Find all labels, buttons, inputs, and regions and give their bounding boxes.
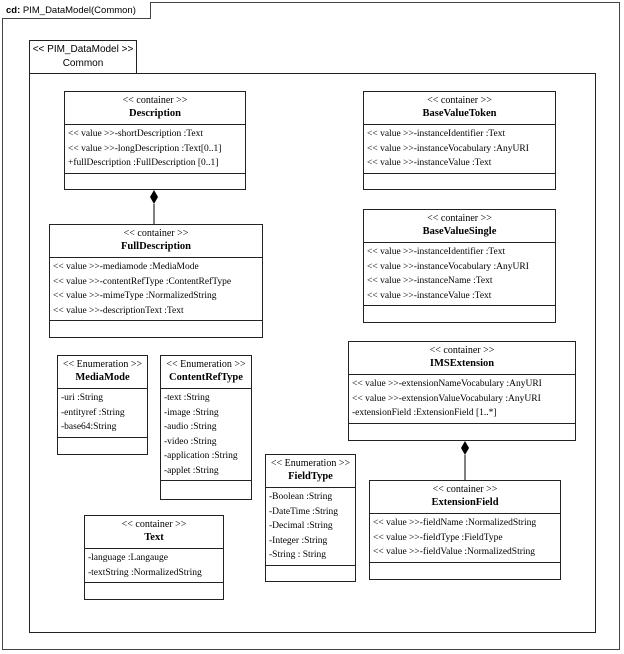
attribute-compartment: << value >>-mediamode :MediaMode << valu… bbox=[50, 258, 262, 321]
attribute: -audio :String bbox=[164, 422, 217, 432]
class-header: << Enumeration >> FieldType bbox=[266, 455, 355, 488]
class-name: BaseValueSingle bbox=[422, 226, 497, 237]
class-header: << container >> IMSExtension bbox=[349, 342, 575, 375]
class-stereotype: << container >> bbox=[427, 213, 492, 224]
class-name: FieldType bbox=[288, 471, 333, 482]
attribute: -textString :NormalizedString bbox=[88, 567, 202, 578]
attribute: << value >>-fieldName :NormalizedString bbox=[373, 518, 537, 528]
attribute-compartment: << value >>-instanceIdentifier :Text << … bbox=[364, 243, 555, 306]
attribute: << value >>-instanceIdentifier :Text bbox=[367, 247, 506, 257]
package-body bbox=[29, 73, 596, 633]
attribute-compartment: -uri :String -entityref :String -base64:… bbox=[58, 389, 147, 438]
frame-title: PIM_DataModel(Common) bbox=[22, 5, 136, 16]
attribute: -Integer :String bbox=[269, 535, 328, 546]
attribute-compartment: << value >>-fieldName :NormalizedString … bbox=[370, 514, 560, 563]
attribute: << value >>-instanceValue :Text bbox=[367, 158, 492, 168]
attribute: -language :Langauge bbox=[88, 553, 168, 563]
class-media-mode[interactable]: << Enumeration >> MediaMode -uri :String… bbox=[57, 355, 148, 455]
class-stereotype: << container >> bbox=[122, 95, 188, 106]
attribute: << value >>-mimeType :NormalizedString bbox=[53, 291, 217, 301]
attribute: << value >>-contentRefType :ContentRefTy… bbox=[53, 276, 232, 287]
class-name: MediaMode bbox=[75, 372, 130, 383]
package-stereotype: << PIM_DataModel >> bbox=[32, 44, 134, 55]
class-full-description[interactable]: << container >> FullDescription << value… bbox=[49, 224, 263, 338]
attribute: << value >>-fieldType :FieldType bbox=[373, 532, 503, 543]
class-stereotype: << Enumeration >> bbox=[166, 359, 246, 370]
class-base-value-token[interactable]: << container >> BaseValueToken << value … bbox=[363, 91, 556, 190]
class-name: FullDescription bbox=[121, 241, 191, 252]
class-field-type[interactable]: << Enumeration >> FieldType -Boolean :St… bbox=[265, 454, 356, 582]
attribute-compartment: -text :String -image :String -audio :Str… bbox=[161, 389, 251, 481]
attribute-compartment: << value >>-shortDescription :Text << va… bbox=[65, 125, 245, 174]
attribute: -text :String bbox=[164, 393, 210, 403]
class-stereotype: << Enumeration >> bbox=[270, 458, 351, 469]
attribute: -Decimal :String bbox=[269, 521, 333, 531]
attribute-compartment: -Boolean :String -DateTime :String -Deci… bbox=[266, 488, 355, 566]
class-header: << container >> BaseValueSingle bbox=[364, 210, 555, 243]
attribute: -image :String bbox=[164, 407, 219, 418]
class-stereotype: << container >> bbox=[429, 345, 495, 356]
class-header: << container >> Description bbox=[65, 92, 245, 125]
attribute: << value >>-instanceName :Text bbox=[367, 276, 493, 286]
attribute: << value >>-mediamode :MediaMode bbox=[53, 262, 199, 272]
class-stereotype: << container >> bbox=[432, 484, 498, 495]
class-header: << container >> Text bbox=[85, 516, 223, 549]
class-base-value-single[interactable]: << container >> BaseValueSingle << value… bbox=[363, 209, 556, 323]
attribute: -application :String bbox=[164, 451, 238, 461]
attribute-compartment: << value >>-instanceIdentifier :Text << … bbox=[364, 125, 555, 174]
attribute: << value >>-instanceValue :Text bbox=[367, 290, 492, 301]
class-name: ContentRefType bbox=[169, 372, 243, 383]
attribute: << value >>-fieldValue :NormalizedString bbox=[373, 547, 536, 557]
attribute: << value >>-extensionValueVocabulary :An… bbox=[352, 393, 541, 404]
attribute: << value >>-extensionNameVocabulary :Any… bbox=[352, 379, 542, 389]
class-stereotype: << container >> bbox=[121, 519, 187, 530]
class-text[interactable]: << container >> Text -language :Langauge… bbox=[84, 515, 224, 600]
class-stereotype: << Enumeration >> bbox=[62, 359, 143, 370]
class-stereotype: << container >> bbox=[427, 95, 492, 106]
attribute: -Boolean :String bbox=[269, 492, 333, 502]
class-description[interactable]: << container >> Description << value >>-… bbox=[64, 91, 246, 190]
class-header: << Enumeration >> ContentRefType bbox=[161, 356, 251, 389]
attribute: << value >>-longDescription :Text[0..1] bbox=[68, 143, 222, 154]
class-header: << container >> ExtensionField bbox=[370, 481, 560, 514]
attribute-compartment: << value >>-extensionNameVocabulary :Any… bbox=[349, 375, 575, 424]
class-name: Description bbox=[129, 108, 181, 119]
diagram-frame-label: cd: PIM_DataModel(Common) bbox=[2, 2, 151, 19]
class-header: << container >> BaseValueToken bbox=[364, 92, 555, 125]
attribute: -applet :String bbox=[164, 465, 219, 476]
package-tab[interactable]: << PIM_DataModel >> Common bbox=[29, 40, 137, 74]
class-name: Text bbox=[144, 532, 164, 543]
attribute: << value >>-instanceVocabulary :AnyURI bbox=[367, 261, 529, 272]
attribute: << value >>-instanceIdentifier :Text bbox=[367, 129, 506, 139]
package-name: Common bbox=[62, 58, 104, 69]
attribute: +fullDescription :FullDescription [0..1] bbox=[68, 158, 219, 168]
attribute: -base64:String bbox=[61, 422, 117, 432]
attribute: << value >>-descriptionText :Text bbox=[53, 305, 184, 316]
attribute: -video :String bbox=[164, 436, 217, 447]
frame-prefix: cd: bbox=[6, 5, 21, 16]
attribute: -uri :String bbox=[61, 393, 103, 403]
attribute-compartment: -language :Langauge -textString :Normali… bbox=[85, 549, 223, 583]
class-name: IMSExtension bbox=[429, 358, 495, 369]
class-extension-field[interactable]: << container >> ExtensionField << value … bbox=[369, 480, 561, 580]
class-content-ref-type[interactable]: << Enumeration >> ContentRefType -text :… bbox=[160, 355, 252, 500]
class-header: << Enumeration >> MediaMode bbox=[58, 356, 147, 389]
attribute: -DateTime :String bbox=[269, 506, 339, 517]
attribute: << value >>-shortDescription :Text bbox=[68, 129, 203, 139]
attribute: << value >>-instanceVocabulary :AnyURI bbox=[367, 143, 529, 154]
attribute: -extensionField :ExtensionField [1..*] bbox=[352, 408, 497, 418]
attribute: -entityref :String bbox=[61, 407, 125, 418]
attribute: -String : String bbox=[269, 550, 327, 560]
class-name: BaseValueToken bbox=[422, 108, 497, 119]
class-ims-extension[interactable]: << container >> IMSExtension << value >>… bbox=[348, 341, 576, 441]
class-stereotype: << container >> bbox=[123, 228, 189, 239]
class-header: << container >> FullDescription bbox=[50, 225, 262, 258]
class-name: ExtensionField bbox=[431, 497, 499, 508]
